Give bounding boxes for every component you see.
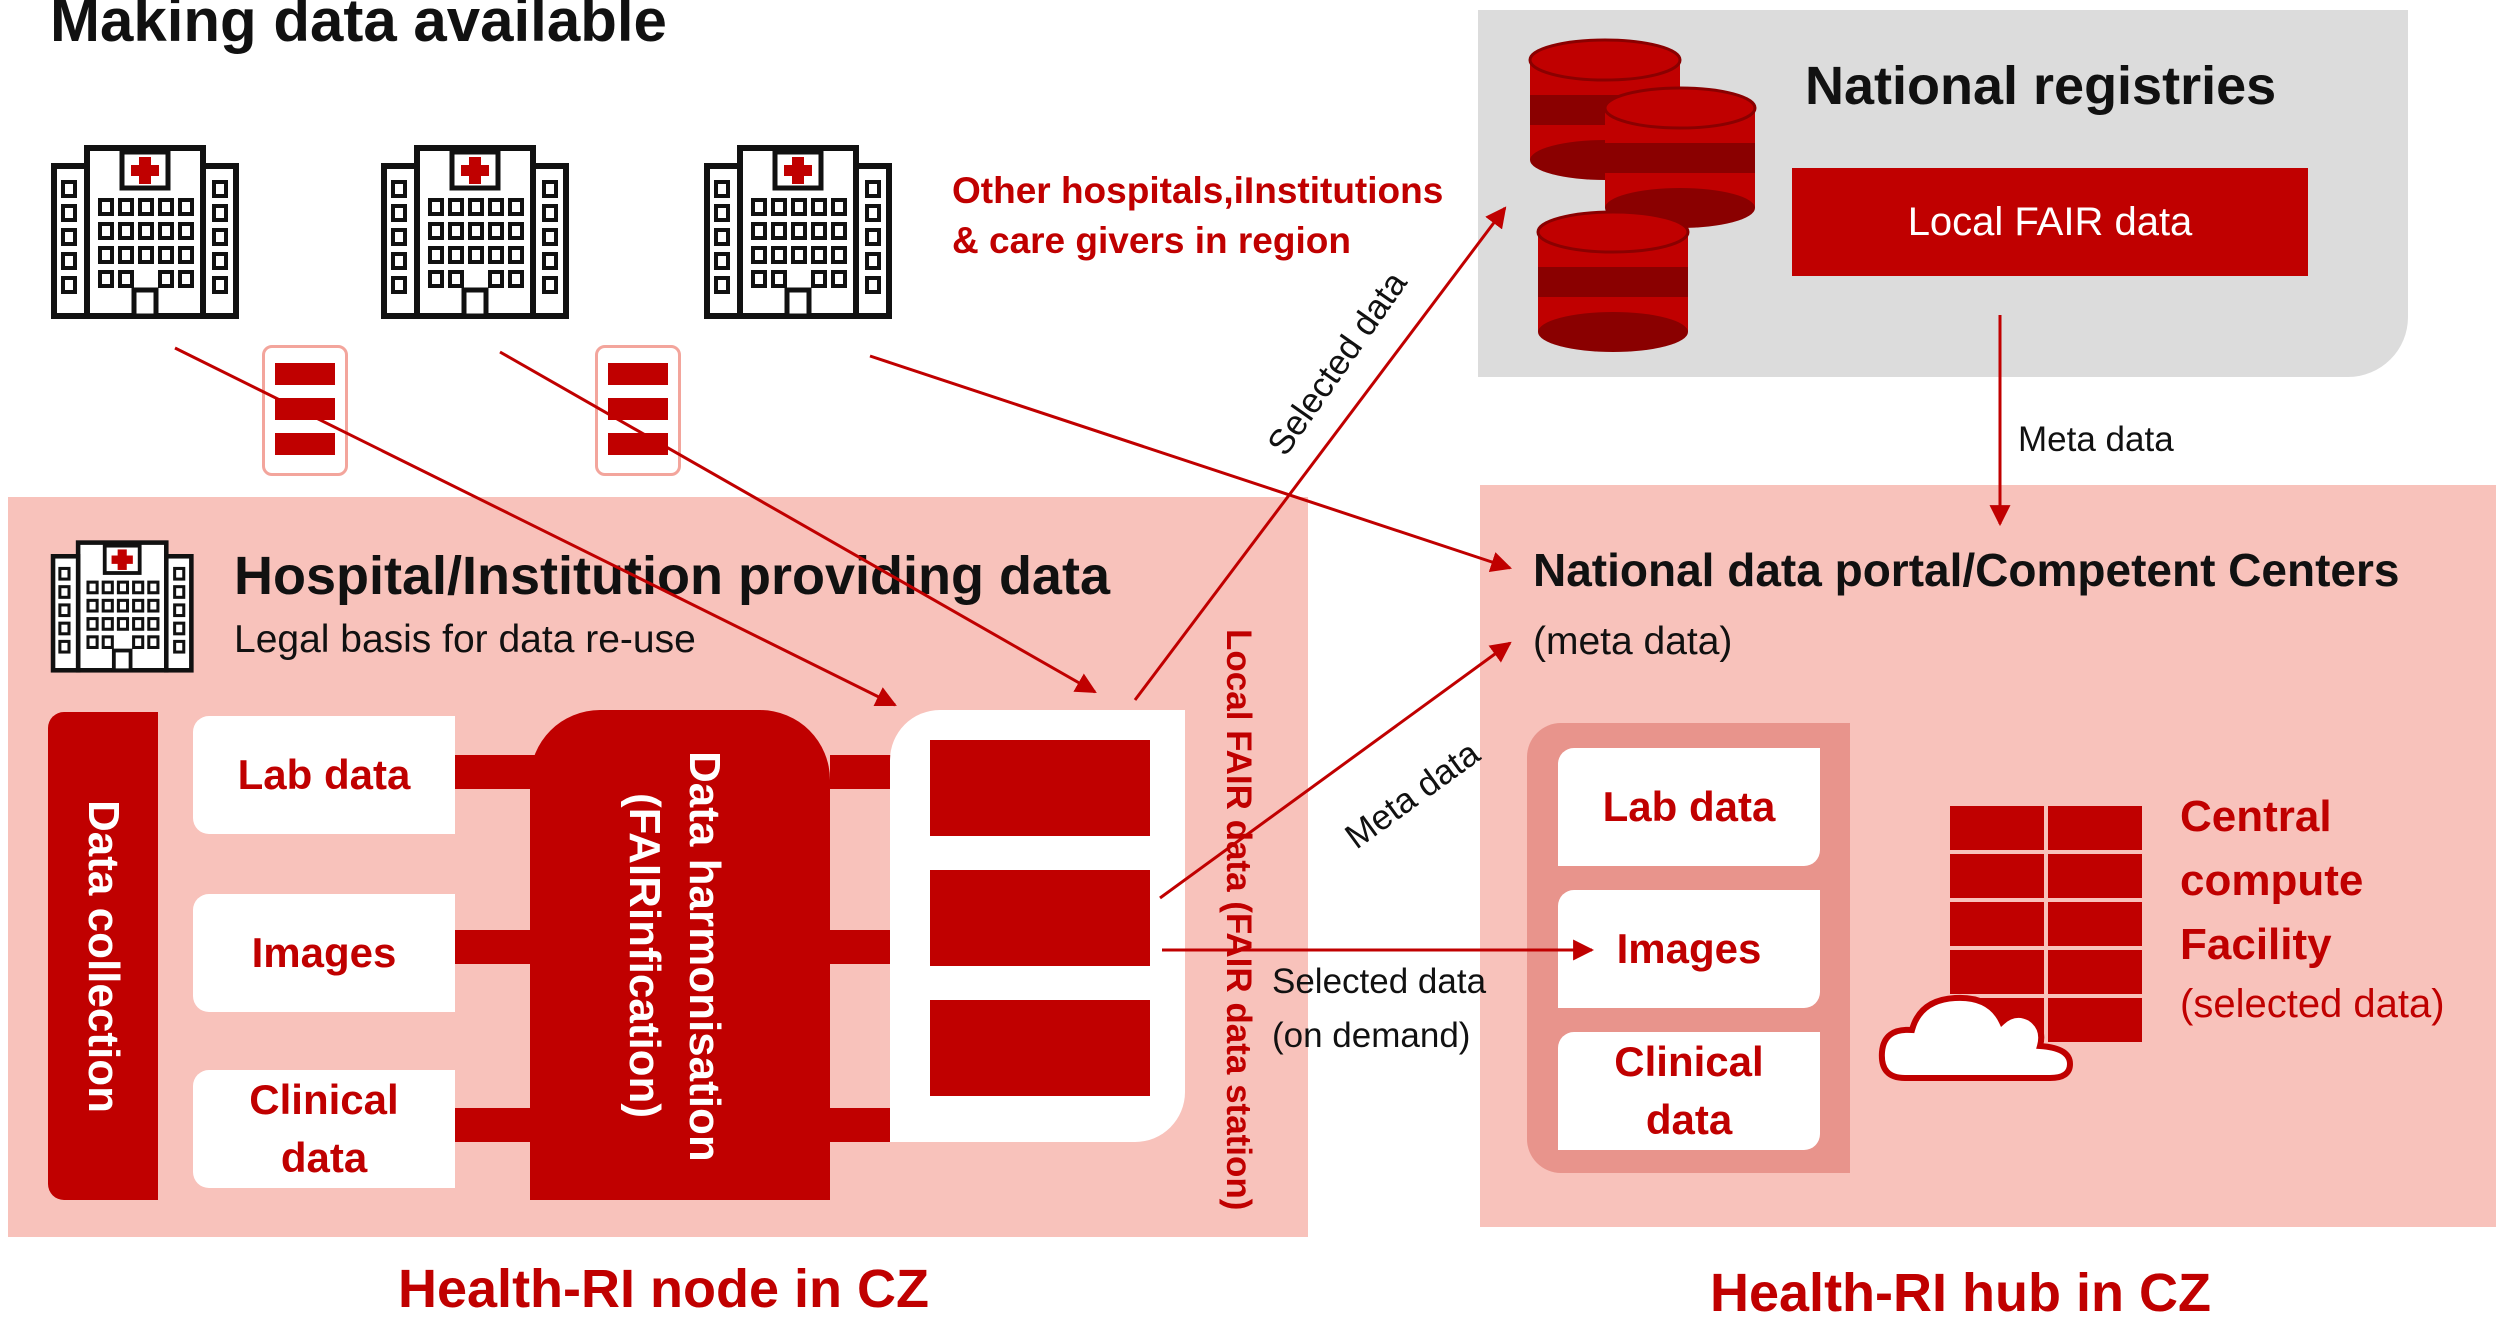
connector xyxy=(455,1108,535,1142)
footer-node-label: Health-RI node in CZ xyxy=(398,1259,929,1319)
compute-line-1: Central xyxy=(2180,792,2332,841)
station-slot-1 xyxy=(930,740,1150,836)
lab-data-card: Lab data xyxy=(193,716,455,834)
data-collection-label: Data collection xyxy=(79,799,128,1113)
data-stack-icon-1 xyxy=(262,345,348,476)
harmonisation-block xyxy=(530,710,830,1200)
arrow-meta-diag xyxy=(1159,641,1512,900)
fairinfication-label: (FAIRinfication) xyxy=(620,793,669,1119)
compute-line-3: Facility xyxy=(2180,920,2332,969)
arrow-hospital1-to-station xyxy=(174,346,897,707)
data-stack-icon-2 xyxy=(595,345,681,476)
compute-note: (selected data) xyxy=(2180,982,2445,1026)
compute-line-2: compute xyxy=(2180,856,2364,905)
arrow-hospital3-to-portal xyxy=(869,354,1512,573)
clinical-data-label: Clinical data xyxy=(249,1076,399,1181)
images-card: Images xyxy=(193,894,455,1012)
connector xyxy=(830,755,900,789)
hub-lab-data-label: Lab data xyxy=(1602,783,1776,830)
page-title: Making data available xyxy=(50,0,667,54)
hub-images-label: Images xyxy=(1616,925,1762,972)
selected-on-demand-line-2: (on demand) xyxy=(1272,1016,1471,1055)
images-label: Images xyxy=(251,929,397,976)
footer-hub-label: Health-RI hub in CZ xyxy=(1710,1263,2211,1323)
other-hospitals-line-2: & care givers in region xyxy=(952,220,1351,261)
station-vertical-label: Local FAIR data (FAIR data station) xyxy=(1219,629,1258,1211)
hub-panel-title: National data portal/Competent Centers xyxy=(1533,544,2400,596)
hub-clinical-data-label: Clinical data xyxy=(1614,1038,1764,1143)
hub-images-card: Images xyxy=(1558,890,1820,1008)
registries-title: National registries xyxy=(1805,56,2277,116)
registries-local-fair-label: Local FAIR data xyxy=(1907,199,2193,244)
fair-data-station xyxy=(890,710,1185,1142)
registries-local-fair-box: Local FAIR data xyxy=(1792,168,2308,276)
hub-clinical-data-card: Clinical data xyxy=(1558,1032,1820,1150)
arrow-hospital2-to-station xyxy=(499,350,1097,694)
meta-data-down-label: Meta data xyxy=(2018,420,2174,459)
cloud-icon xyxy=(1878,994,2074,1081)
connector xyxy=(455,755,535,789)
arrow-selected-to-registries xyxy=(1133,206,1507,701)
connector xyxy=(830,1108,900,1142)
clinical-data-card: Clinical data xyxy=(193,1070,455,1188)
lab-data-label: Lab data xyxy=(237,751,411,798)
connector xyxy=(455,930,535,964)
hub-panel-subtitle: (meta data) xyxy=(1533,620,1733,663)
other-hospitals-line-1: Other hospitals,iInstitutions xyxy=(952,170,1444,211)
selected-on-demand-line-1: Selected data xyxy=(1272,962,1487,1001)
connector xyxy=(830,930,900,964)
harmonisation-label: Data harmonisation xyxy=(680,750,729,1162)
station-slot-2 xyxy=(930,870,1150,966)
data-collection-block xyxy=(48,712,158,1200)
hub-lab-data-card: Lab data xyxy=(1558,748,1820,866)
station-slot-3 xyxy=(930,1000,1150,1096)
hospital-panel-subtitle: Legal basis for data re-use xyxy=(234,618,696,661)
